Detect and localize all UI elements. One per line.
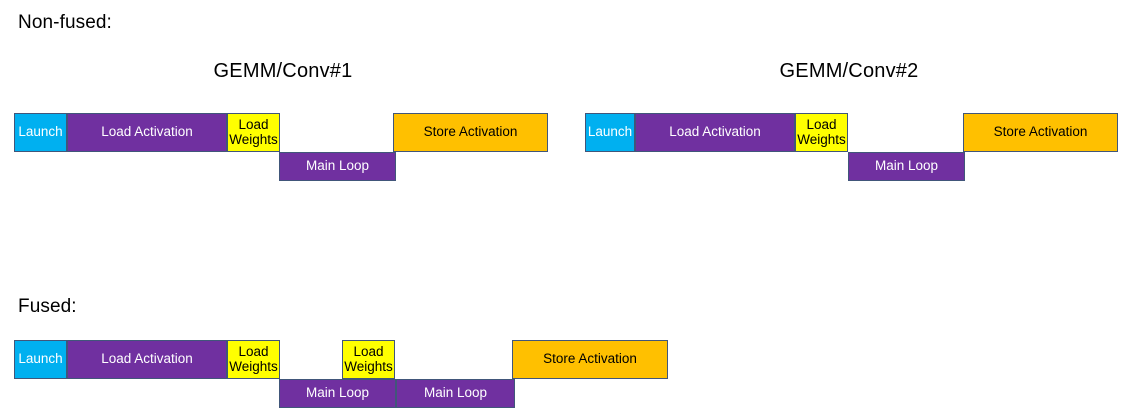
bar-launch-fused: Launch <box>14 340 67 379</box>
bar-load-activation-gemm2: Load Activation <box>635 113 795 152</box>
bar-main-loop-fused-1: Main Loop <box>279 379 396 408</box>
bar-store-activation-gemm2: Store Activation <box>963 113 1118 152</box>
section-label-non-fused: Non-fused: <box>18 12 112 33</box>
bar-store-activation-fused: Store Activation <box>512 340 668 379</box>
bar-launch-gemm2: Launch <box>585 113 635 152</box>
bar-main-loop-gemm2: Main Loop <box>848 152 965 181</box>
bar-load-activation-gemm1: Load Activation <box>67 113 227 152</box>
section-label-fused: Fused: <box>18 296 77 317</box>
bar-load-weights-fused-2: Load Weights <box>342 340 395 379</box>
bar-store-activation-gemm1: Store Activation <box>393 113 548 152</box>
bar-launch-gemm1: Launch <box>14 113 67 152</box>
bar-load-weights-fused-1: Load Weights <box>227 340 280 379</box>
bar-load-activation-fused: Load Activation <box>67 340 227 379</box>
bar-main-loop-gemm1: Main Loop <box>279 152 396 181</box>
bar-load-weights-gemm1: Load Weights <box>227 113 280 152</box>
group-title-gemm-conv-2: GEMM/Conv#2 <box>779 60 919 82</box>
bar-main-loop-fused-2: Main Loop <box>396 379 515 408</box>
bar-load-weights-gemm2: Load Weights <box>795 113 848 152</box>
group-title-gemm-conv-1: GEMM/Conv#1 <box>213 60 353 82</box>
